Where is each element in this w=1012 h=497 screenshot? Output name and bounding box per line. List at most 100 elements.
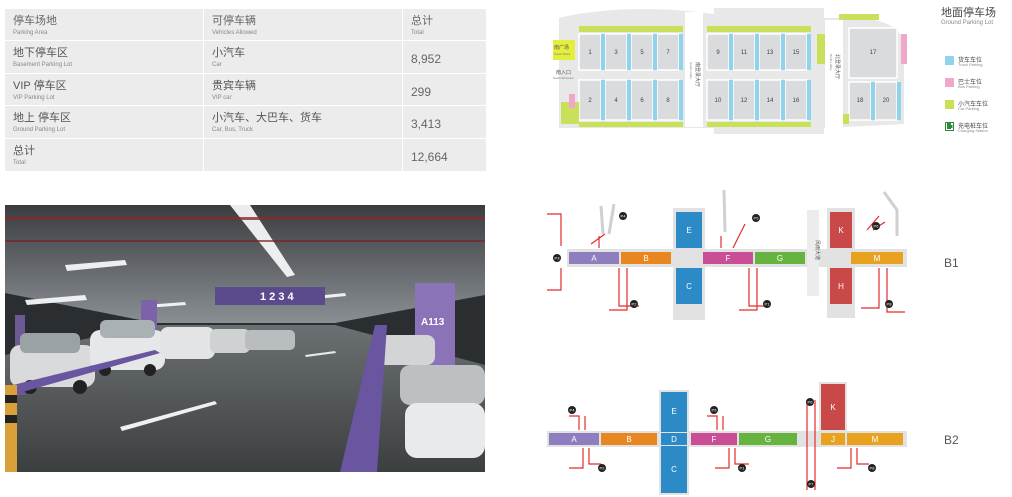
svg-text:A: A [591,254,597,263]
b2-zone-k [821,384,845,430]
svg-text:P1: P1 [765,302,771,307]
table-footer-row: 总计 Total 12,664 [5,139,486,171]
underground-parking-photo: 1 2 3 4 A113 [5,205,485,472]
ground-map-legend: 地面停车场 Ground Parking Lot 货车车位 Truck Park… [941,4,1011,133]
corridor-label: 风雨大道 [814,240,821,260]
hall-label: 1 [588,50,592,56]
hall-label: 17 [870,50,877,56]
parking-summary-table: 停车场地 Parking Area 可停车辆 Vehicles Allowed … [5,9,486,171]
hall-label: 9 [716,50,720,56]
svg-text:P5: P5 [712,408,718,413]
b1-zone-m [851,252,903,264]
b1-zone-k [830,212,852,248]
svg-text:P2: P2 [600,466,606,471]
hall-label: 4 [614,98,618,104]
b2-zone-c [661,446,687,493]
b2-zone-d [661,433,687,445]
north-lobby-label: 北登录大厅 [834,54,841,79]
svg-text:P2: P2 [632,302,638,307]
bus-swatch [945,78,954,87]
b2-zone-g [739,433,797,445]
hall-label: 6 [640,98,644,104]
svg-text:E: E [686,226,691,235]
svg-text:C: C [671,465,677,474]
b2-level-label: B2 [944,433,959,447]
svg-text:M: M [874,254,881,263]
svg-text:G: G [777,254,783,263]
b2-zone-b [601,433,657,445]
parking-garage-illustration: 1 2 3 4 A113 [5,205,485,472]
hall-label: 20 [883,98,890,104]
south-plaza-label-en: South Plaza [554,52,571,56]
svg-text:P4: P4 [621,214,627,219]
svg-text:P7: P7 [809,482,815,487]
hall-label: 16 [793,98,800,104]
garage-sign-text: 1 2 3 4 [260,291,295,303]
hall-label: 14 [767,98,774,104]
svg-text:F: F [726,254,731,263]
north-lobby-label-en: North Lobby [829,54,833,71]
b1-zone-e [676,212,702,248]
hall-label: 3 [614,50,618,56]
svg-text:B: B [643,254,648,263]
ground-map-subtitle: Ground Parking Lot [941,20,994,26]
ground-map-title: 地面停车场 [941,7,996,19]
b1-level-map: A B E C F G K H M 风雨大道 P4 P5 [539,186,911,326]
hall-label: 18 [857,98,864,104]
svg-text:K: K [838,226,844,235]
svg-text:K: K [830,403,836,412]
hall-label: 7 [666,50,670,56]
south-plaza-label: 南广场 [554,44,569,51]
table-row: 地上 停车区 Ground Parking Lot 小汽车、大巴车、货车 Car… [5,106,486,139]
svg-text:H: H [838,282,844,291]
car-swatch [945,100,954,109]
svg-text:J: J [831,435,835,444]
svg-text:P5: P5 [754,216,760,221]
south-lobby-label-en: South Lobby [689,62,693,79]
svg-text:M: M [872,435,879,444]
b1-zone-f [703,252,753,264]
b2-zone-f [691,433,737,445]
ground-map-svg: 南广场 South Plaza 南入口 South Entrance 南登录大厅… [553,8,907,134]
charging-icon [945,122,954,131]
svg-text:P1: P1 [740,466,746,471]
svg-text:G: G [765,435,771,444]
b2-zone-m [847,433,903,445]
south-entrance-label: 南入口 [556,69,571,76]
b2-zone-a [549,433,599,445]
b1-zone-h [830,268,852,304]
hall-label: 8 [666,98,670,104]
hall-label: 13 [767,50,774,56]
table-row: VIP 停车区 VIP Parking Lot 贵宾车辆 VIP car 299 [5,74,486,106]
svg-text:F: F [712,435,717,444]
svg-text:C: C [686,282,692,291]
hall-label: 5 [640,50,644,56]
b1-zone-a [569,252,619,264]
hall-label: 2 [588,98,592,104]
hall-label: 12 [741,98,748,104]
svg-text:E: E [671,407,676,416]
b1-map-svg: A B E C F G K H M 风雨大道 P4 P5 [547,189,907,320]
table-header-row: 停车场地 Parking Area 可停车辆 Vehicles Allowed … [5,9,486,41]
svg-text:A: A [571,435,577,444]
svg-text:P4: P4 [570,408,576,413]
b2-zone-e [661,392,687,432]
hall-label: 10 [715,98,722,104]
south-entrance-label-en: South Entrance [553,76,574,80]
table-row: 地下停车区 Basement Parking Lot 小汽车 Car 8,952 [5,41,486,74]
b1-zone-b [621,252,671,264]
b2-level-map: A B D E C F G J K M P4 P5 P6 P2 P1 P7 P8 [539,380,911,497]
svg-text:P6: P6 [874,224,880,229]
south-lobby-label: 南登录大厅 [694,62,701,87]
header-total: 总计 Total [411,15,433,36]
svg-text:D: D [671,435,677,444]
b2-zone-j [821,433,845,445]
header-vehicles: 可停车辆 Vehicles Allowed [204,9,403,40]
b1-zone-c [676,268,702,304]
zone-sign: A113 [421,317,445,328]
ground-parking-map: 南广场 South Plaza 南入口 South Entrance 南登录大厅… [539,4,911,134]
b1-level-label: B1 [944,256,959,270]
header-area: 停车场地 Parking Area [5,9,204,40]
b1-zone-g [755,252,805,264]
